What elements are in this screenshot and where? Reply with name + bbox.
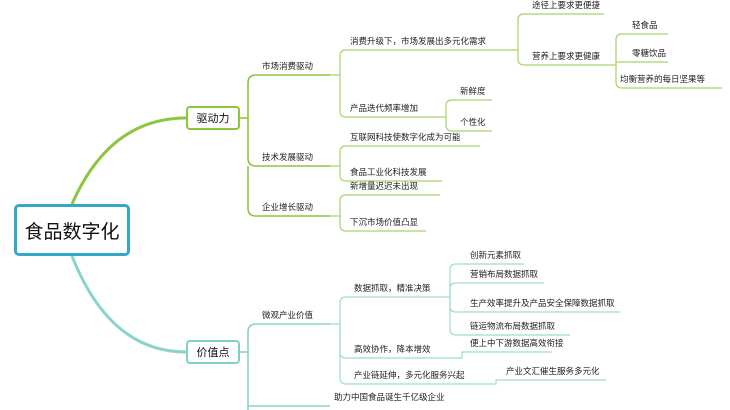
- node-health-item-3[interactable]: 均衡营养的每日坚果等: [620, 75, 706, 85]
- node-enterprise-driver[interactable]: 企业增长驱动: [262, 203, 314, 213]
- root-node[interactable]: 食品数字化: [14, 204, 130, 256]
- node-health-item-2[interactable]: 零糖饮品: [632, 49, 667, 59]
- node-micro-value[interactable]: 微观产业价值: [262, 311, 314, 321]
- node-data-item-4[interactable]: 链运物流布局数据抓取: [470, 322, 556, 332]
- node-market-driver[interactable]: 市场消费驱动: [262, 62, 314, 72]
- node-collaboration[interactable]: 高效协作，降本增效: [354, 345, 431, 355]
- node-enterprise-item-2[interactable]: 下沉市场价值凸显: [350, 218, 419, 228]
- node-consumption-upgrade[interactable]: 消费升级下，市场发展出多元化需求: [350, 37, 487, 47]
- node-chain-item[interactable]: 产业文汇催生服务多元化: [506, 367, 600, 377]
- node-collab-item[interactable]: 便上中下游数据高效衔接: [470, 339, 564, 349]
- node-data-item-1[interactable]: 创新元素抓取: [470, 251, 522, 261]
- node-health[interactable]: 营养上要求更健康: [532, 52, 601, 62]
- node-chain-extension[interactable]: 产业链延伸，多元化服务兴起: [354, 371, 465, 381]
- node-convenience[interactable]: 途径上要求更便捷: [532, 1, 601, 11]
- node-driver[interactable]: 驱动力: [186, 106, 240, 130]
- node-iteration-item-1[interactable]: 新鲜度: [460, 87, 486, 97]
- node-tech-item-2[interactable]: 食品工业化科技发展: [350, 168, 427, 178]
- node-iteration[interactable]: 产品迭代频率增加: [350, 104, 419, 114]
- node-tech-item-1[interactable]: 互联网科技使数字化成为可能: [350, 133, 461, 143]
- node-health-item-1[interactable]: 轻食品: [632, 21, 658, 31]
- node-value[interactable]: 价值点: [186, 340, 240, 364]
- node-tech-driver[interactable]: 技术发展驱动: [262, 153, 314, 163]
- node-iteration-item-2[interactable]: 个性化: [460, 118, 486, 128]
- node-macro-value[interactable]: 助力中国食品诞生千亿级企业: [334, 393, 445, 403]
- node-enterprise-item-1[interactable]: 新增量迟迟未出现: [350, 182, 419, 192]
- node-data-item-3[interactable]: 生产效率提升及产品安全保障数据抓取: [470, 299, 615, 309]
- node-data-item-2[interactable]: 营销布局数据抓取: [470, 270, 539, 280]
- node-data-capture[interactable]: 数据抓取，精准决策: [354, 284, 431, 294]
